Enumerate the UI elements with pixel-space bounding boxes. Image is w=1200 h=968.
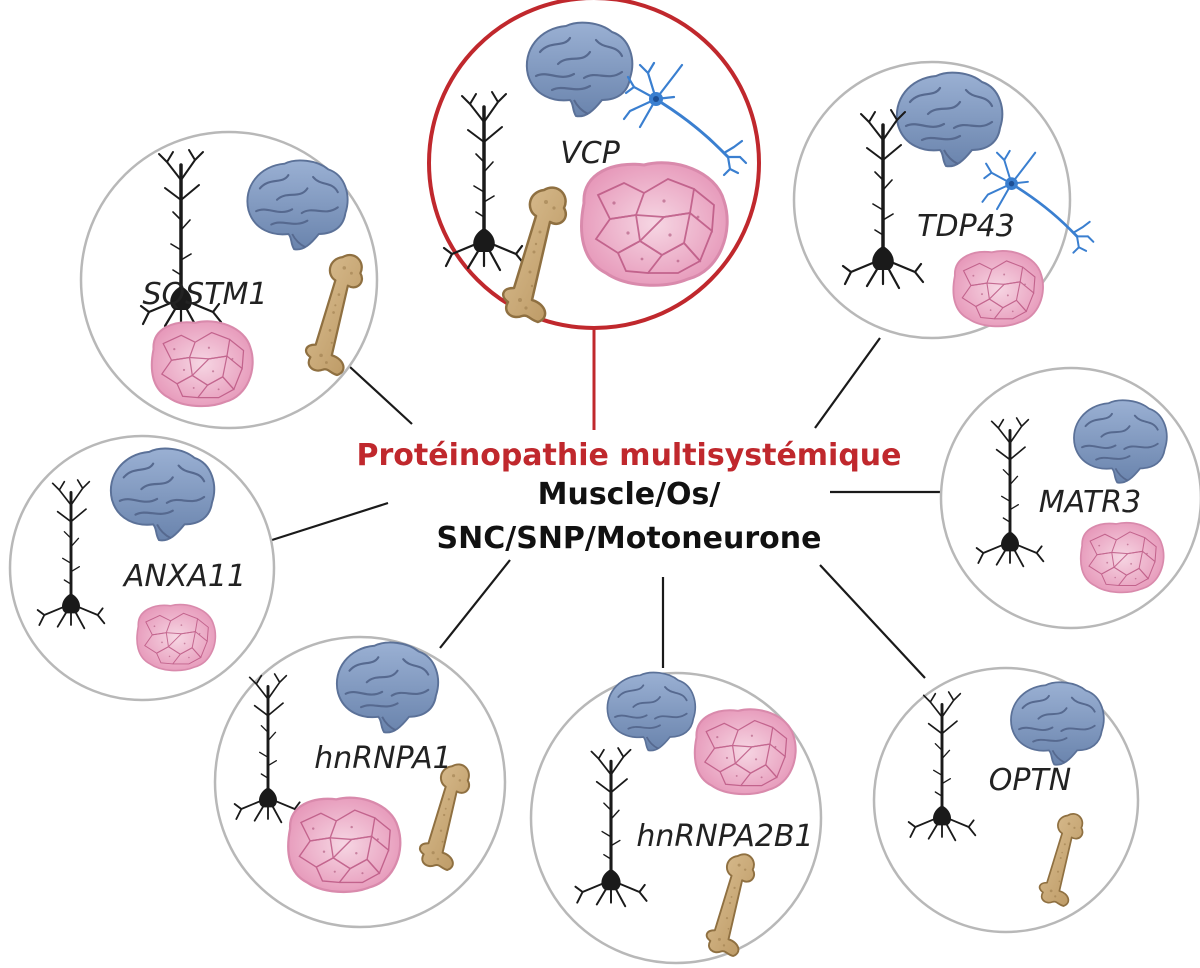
connector-lines <box>271 320 940 679</box>
gene-node-tdp43: TDP43 <box>792 60 1095 340</box>
gene-label-optn: OPTN <box>989 763 1071 798</box>
muscle-tissue-icon <box>952 250 1044 328</box>
gene-node-hnrnpa2b1: hnRNPA2B1 <box>529 671 823 965</box>
gene-label-tdp43: TDP43 <box>917 209 1015 244</box>
gene-node-sqstm1: SQSTM1 <box>79 130 379 430</box>
gene-label-hnrnpa1: hnRNPA1 <box>314 741 452 776</box>
connector-anxa11 <box>271 501 389 542</box>
connector-tdp43 <box>814 337 881 429</box>
connector-hnrnpa1 <box>439 559 511 649</box>
muscle-tissue-icon <box>693 708 797 796</box>
center-title-line2: Muscle/Os/ <box>538 477 721 512</box>
muscle-tissue-icon <box>136 603 217 672</box>
connector-optn <box>819 564 926 679</box>
center-title-line3: SNC/SNP/Motoneurone <box>437 521 822 556</box>
gene-node-hnrnpa1: hnRNPA1 <box>213 635 507 929</box>
gene-node-vcp: VCP <box>427 0 761 330</box>
gene-label-anxa11: ANXA11 <box>122 559 246 594</box>
gene-node-matr3: MATR3 <box>939 366 1200 630</box>
center-title-main: Protéinopathie multisystémique <box>356 438 901 473</box>
gene-label-hnrnpa2b1: hnRNPA2B1 <box>636 819 813 854</box>
gene-label-sqstm1: SQSTM1 <box>143 277 268 312</box>
muscle-tissue-icon <box>150 320 254 408</box>
gene-label-vcp: VCP <box>560 136 620 171</box>
gene-label-matr3: MATR3 <box>1039 485 1141 520</box>
center-title: Protéinopathie multisystémique Muscle/Os… <box>356 438 901 556</box>
muscle-tissue-icon <box>287 796 402 894</box>
connector-sqstm1 <box>349 366 413 425</box>
muscle-tissue-icon <box>580 161 729 287</box>
muscle-tissue-icon <box>1079 521 1165 594</box>
gene-node-anxa11: ANXA11 <box>8 434 276 702</box>
gene-node-optn: OPTN <box>872 666 1140 934</box>
